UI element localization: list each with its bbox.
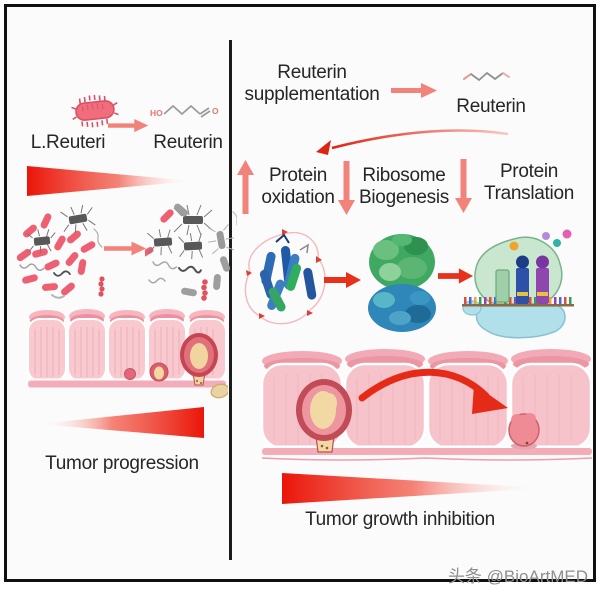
- tumor-growth-inhibition-caption: Tumor growth inhibition: [305, 509, 495, 530]
- trna-purple: [536, 255, 549, 304]
- tumor-growth-inhibition-triangle: [282, 473, 545, 504]
- corkscrew-bacterium-icon: [201, 279, 208, 301]
- intestine-tumor-progression-illustration: [27, 309, 228, 399]
- protein-translation-label: Protein Translation: [484, 161, 574, 204]
- up-arrow-icon: [237, 160, 254, 214]
- arrow-right-icon: [104, 241, 147, 256]
- amino-acid-dots: [509, 229, 572, 251]
- protein-oxidation-label: Protein oxidation: [261, 165, 335, 208]
- large-tumor: [180, 333, 218, 386]
- arrow-right-icon: [108, 118, 149, 133]
- reuterin-supplementation-label: Reuterin supplementation: [238, 62, 386, 105]
- protein-structure-icon: [244, 229, 326, 325]
- intestine-tumor-shrinkage-illustration: [260, 349, 593, 461]
- flagellated-bacterium-icon: [147, 204, 235, 260]
- ho-group-label: HO: [150, 108, 163, 118]
- shrinkage-arrow: [358, 368, 508, 414]
- carbonyl-o-label: O: [212, 106, 219, 116]
- exit-site-slot: [495, 269, 510, 303]
- shrunken-polyp: [508, 413, 540, 450]
- panel-divider-line: [229, 40, 232, 560]
- trna-blue: [516, 255, 529, 304]
- supplementation-line1: Reuterin: [277, 62, 347, 83]
- tumor-progression-triangle: [38, 407, 204, 438]
- arrow-right-icon: [391, 83, 437, 98]
- microbiome-after-illustration: [145, 203, 237, 301]
- medium-tumor: [149, 362, 169, 382]
- flagellated-bacterium-icon: [26, 204, 96, 254]
- reuterin-molecule-icon: HO O: [150, 104, 219, 118]
- l-reuteri-bacterium-icon: [71, 94, 119, 128]
- watermark: 头条 @BioArtMED: [447, 567, 588, 586]
- ribosome-biogenesis-label: Ribosome Biogenesis: [359, 165, 449, 208]
- reuterin-label-right: Reuterin: [456, 96, 526, 117]
- curved-arrow-icon: [316, 129, 509, 155]
- small-polyp: [124, 368, 136, 380]
- microbiome-before-illustration: [16, 204, 105, 299]
- down-arrow-icon: [455, 159, 472, 213]
- escaped-tumor-cell: [210, 383, 228, 399]
- l-reuteri-label: L.Reuteri: [30, 132, 106, 153]
- large-tumor: [296, 379, 352, 453]
- reuterin-molecule-small-icon: [463, 71, 510, 82]
- tumor-progression-caption: Tumor progression: [45, 453, 199, 474]
- translation-complex-icon: [462, 229, 574, 339]
- corkscrew-bacterium-icon: [98, 276, 105, 297]
- supplementation-line2: supplementation: [244, 83, 380, 105]
- red-arrow-right-icon: [438, 268, 474, 284]
- l-reuteri-decrease-triangle: [27, 166, 194, 196]
- reuterin-label-left: Reuterin: [153, 132, 223, 153]
- red-arrow-right-icon: [324, 272, 361, 288]
- ribosome-icon: [368, 234, 436, 332]
- down-arrow-icon: [338, 161, 355, 215]
